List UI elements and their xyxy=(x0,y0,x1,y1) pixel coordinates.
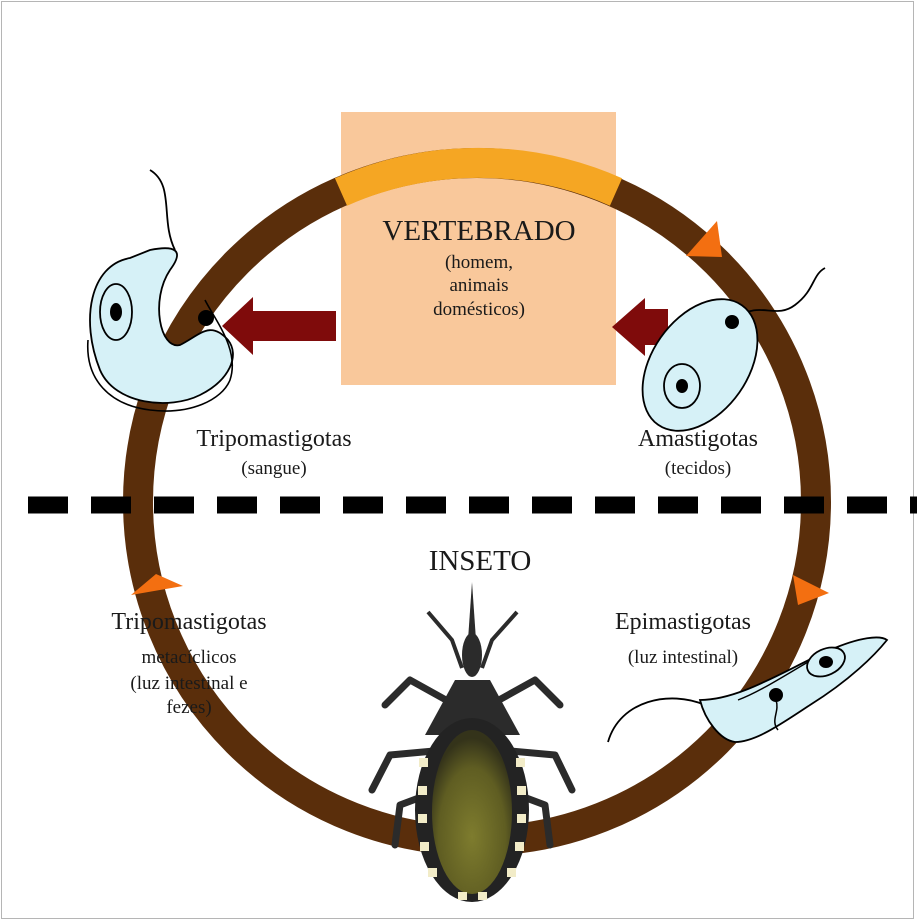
amastigote-label: Amastigotas (tecidos) xyxy=(638,426,758,479)
tripomastigote-metacyclic-label: Tripomastigotas metacíclicos (luz intest… xyxy=(111,609,266,718)
tripomastigote-blood-label: Tripomastigotas (sangue) xyxy=(196,426,351,479)
vertebrate-hosts-line1: (homem, xyxy=(445,252,513,273)
tripomastigote-blood-name: Tripomastigotas xyxy=(196,426,351,452)
triatomine-insect xyxy=(372,582,572,902)
epimastigote-place: (luz intestinal) xyxy=(628,647,738,668)
tripomastigote-blood-place: (sangue) xyxy=(241,458,306,479)
vertebrate-hosts-line2: animais xyxy=(449,275,508,296)
vertebrate-title: VERTEBRADO xyxy=(382,215,575,247)
amastigote-name: Amastigotas xyxy=(638,426,758,452)
tripomastigote-metacyclic-line3: fezes) xyxy=(166,697,211,718)
epimastigote-name: Epimastigotas xyxy=(615,609,751,635)
insect-title: INSETO xyxy=(429,545,532,577)
arrow-to-tripomastigotes xyxy=(222,297,336,355)
vertebrate-hosts-line3: domésticos) xyxy=(433,299,525,320)
epimastigote-label: Epimastigotas (luz intestinal) xyxy=(615,609,751,668)
tripomastigote-metacyclic-line1: metacíclicos xyxy=(142,647,237,668)
tripomastigote-metacyclic-line2: (luz intestinal e xyxy=(130,673,247,694)
amastigote-place: (tecidos) xyxy=(665,458,731,479)
tripomastigote-metacyclic-name: Tripomastigotas xyxy=(111,609,266,635)
